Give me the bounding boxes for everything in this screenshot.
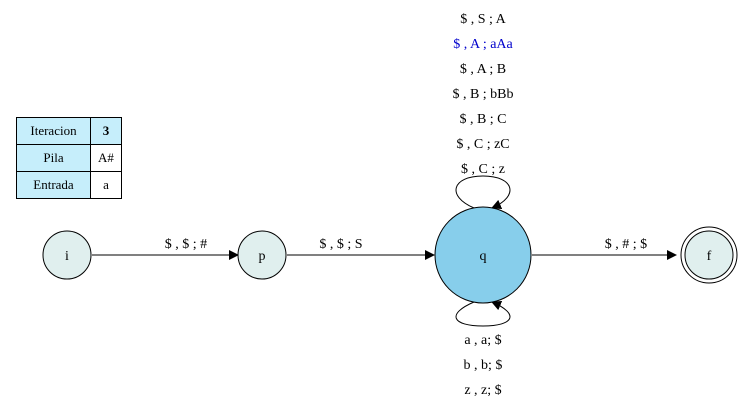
- loop-top-label-0: $ , S ; A: [460, 12, 506, 27]
- state-p: [237, 230, 287, 280]
- row-iteracion: Iteracion 3: [16, 117, 122, 145]
- pila-label: Pila: [16, 144, 91, 172]
- iteracion-label: Iteracion: [16, 117, 91, 145]
- loop-top-label-5: $ , C ; zC: [456, 137, 509, 152]
- row-pila: Pila A#: [16, 144, 122, 172]
- loop-top-q: [455, 175, 511, 210]
- state-f-outer: [680, 226, 738, 284]
- state-p-label: p: [259, 249, 266, 264]
- state-f-label: f: [707, 249, 712, 264]
- state-f: [684, 230, 734, 280]
- pila-value: A#: [90, 144, 122, 172]
- loop-bottom-label-1: b , b; $: [464, 358, 503, 373]
- entrada-label: Entrada: [16, 171, 91, 199]
- info-table: Iteracion 3 Pila A# Entrada a: [16, 117, 122, 199]
- loop-top-label-1: $ , A ; aAa: [453, 37, 513, 52]
- state-i-label: i: [65, 249, 69, 264]
- loop-bottom-label-0: a , a; $: [464, 333, 501, 348]
- loop-top-label-3: $ , B ; bBb: [452, 87, 513, 102]
- row-entrada: Entrada a: [16, 171, 122, 199]
- state-i: [42, 230, 92, 280]
- loop-bottom-q: [455, 300, 511, 327]
- state-q: [434, 206, 532, 304]
- loop-bottom-label-2: z , z; $: [464, 383, 501, 398]
- label-p-q: $ , $ ; S: [319, 237, 362, 252]
- loop-top-label-6: $ , C ; z: [461, 162, 505, 177]
- state-q-label: q: [480, 249, 487, 264]
- loop-top-label-4: $ , B ; C: [459, 112, 506, 127]
- entrada-value: a: [90, 171, 122, 199]
- label-i-p: $ , $ ; #: [165, 237, 207, 252]
- loop-top-label-2: $ , A ; B: [460, 62, 506, 77]
- label-q-f: $ , # ; $: [605, 237, 647, 252]
